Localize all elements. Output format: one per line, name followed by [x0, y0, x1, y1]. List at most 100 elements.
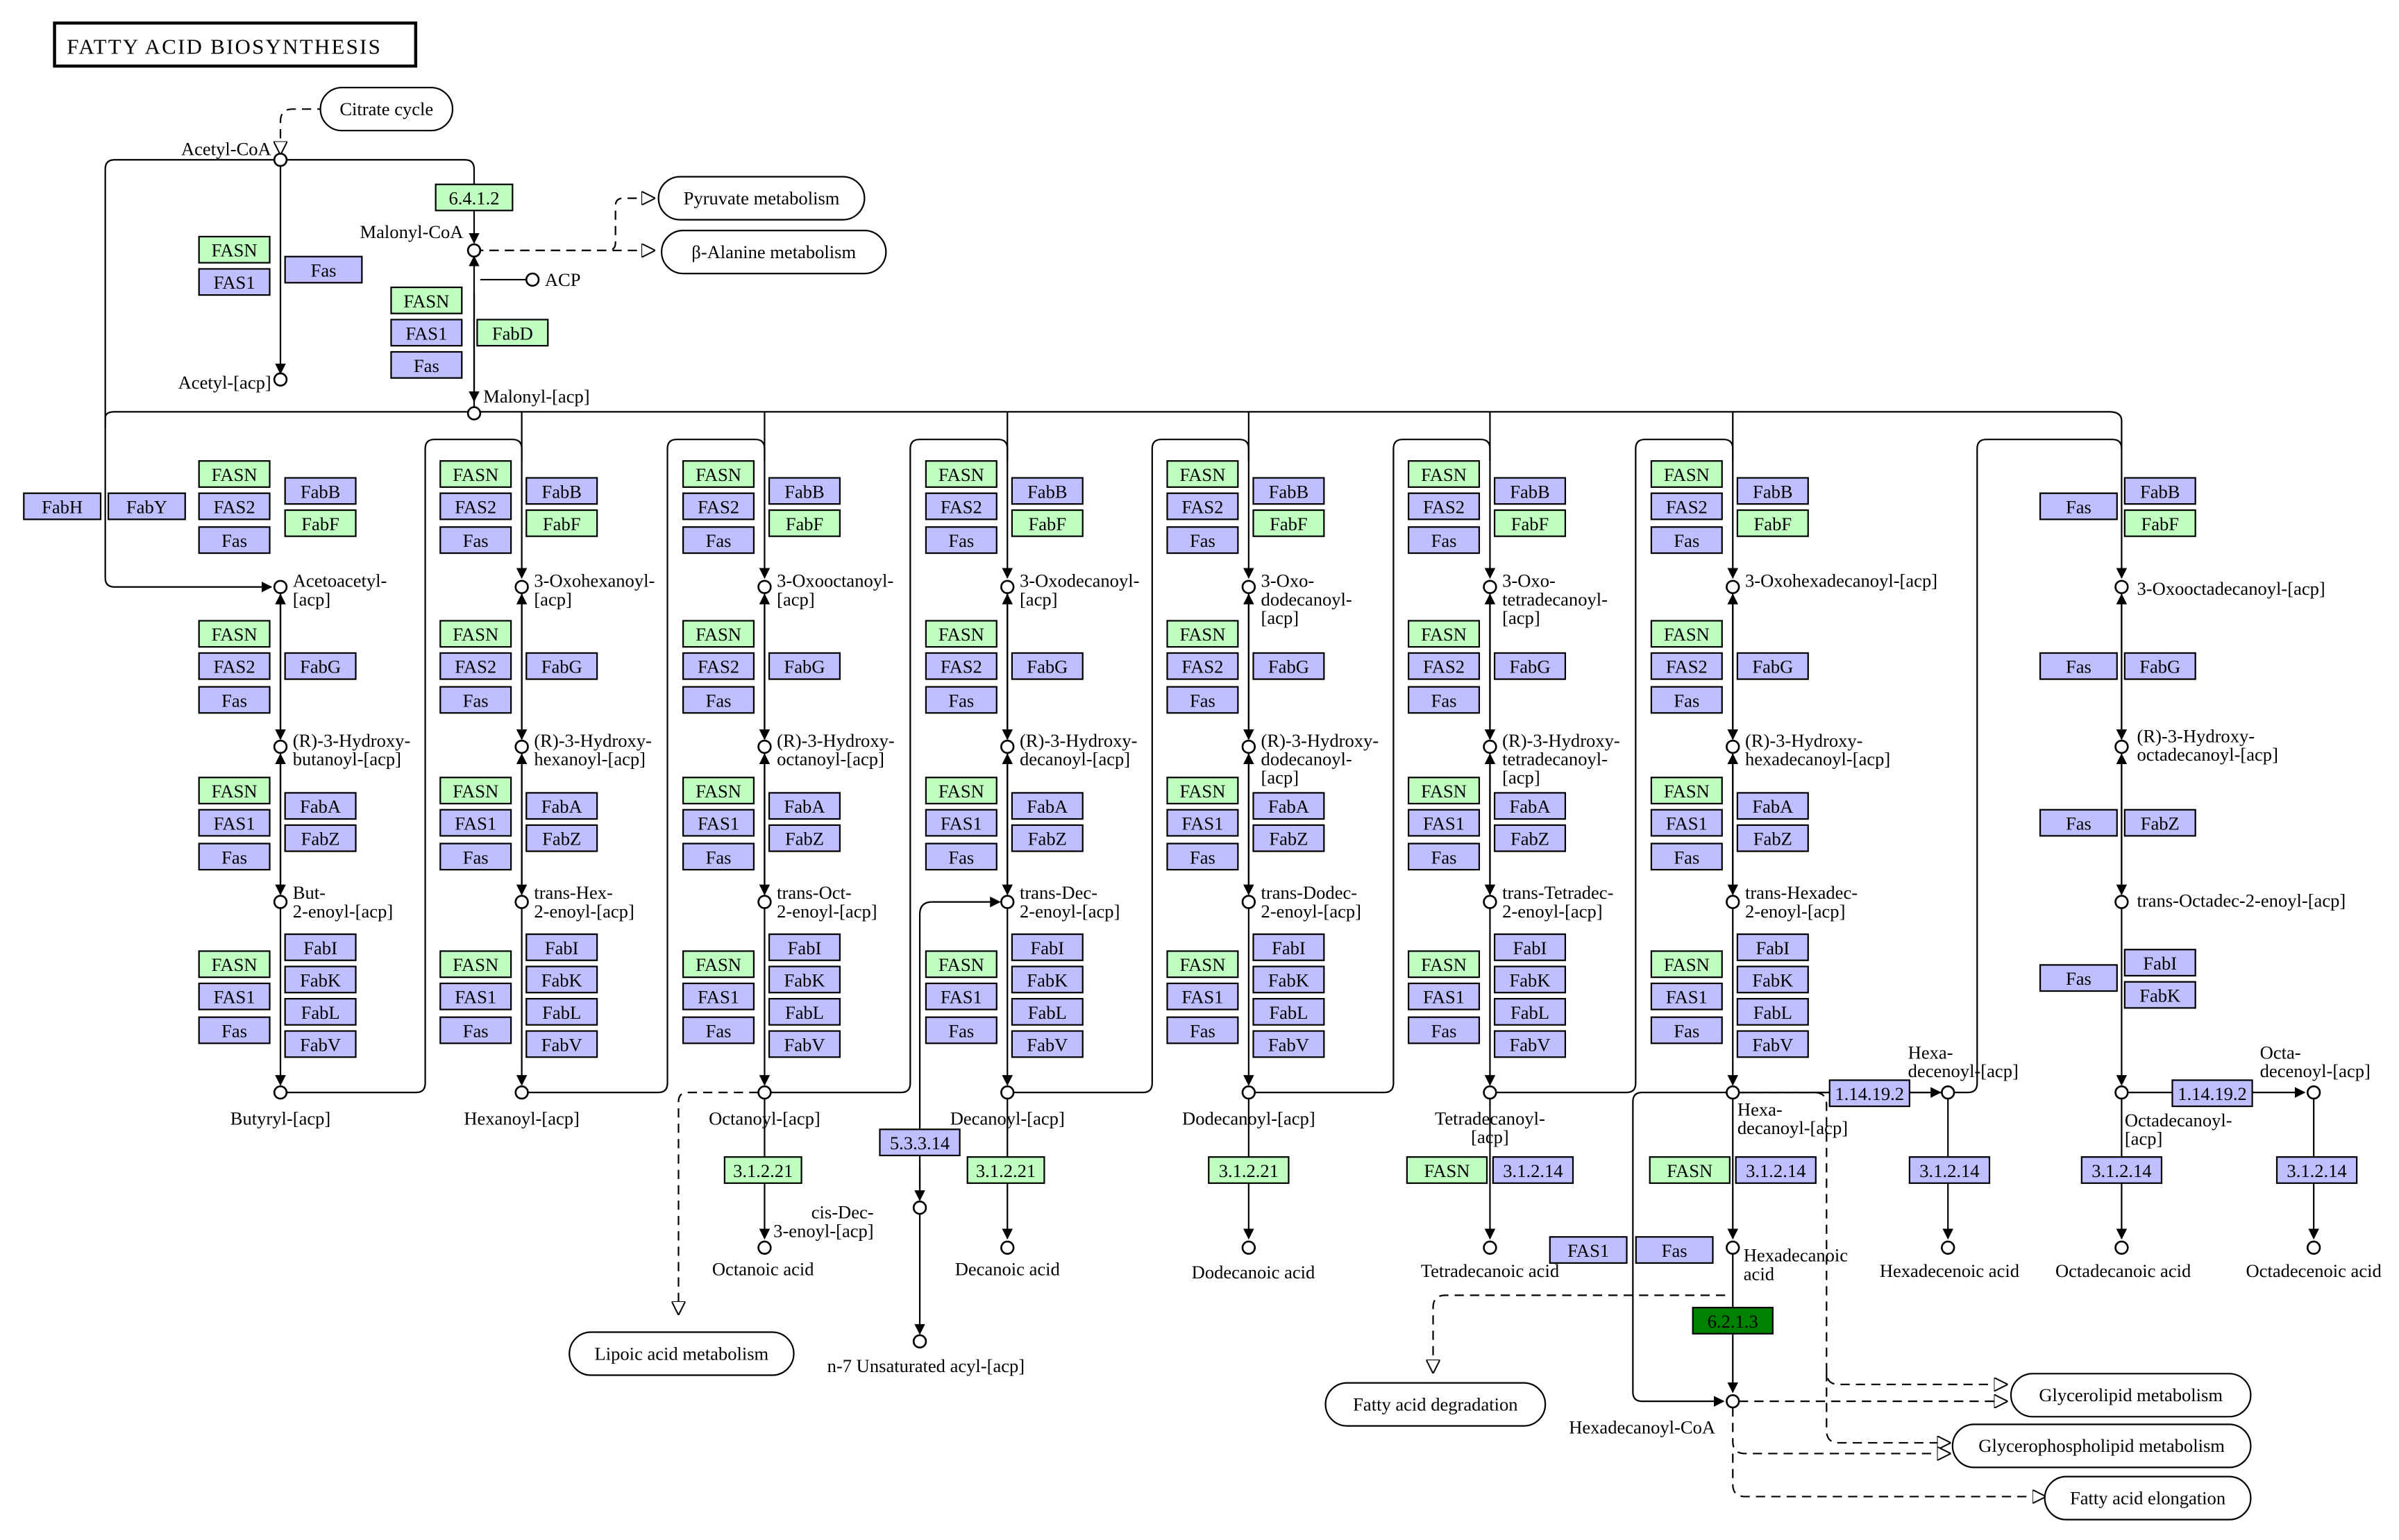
enzyme-fas[interactable]: Fas: [198, 843, 271, 871]
map-degradation[interactable]: Fatty acid degradation: [1324, 1382, 1547, 1427]
enzyme-fas[interactable]: Fas: [1166, 526, 1239, 555]
compound-node[interactable]: [514, 579, 529, 594]
enzyme-fas[interactable]: Fas: [1166, 1016, 1239, 1044]
enzyme-faba[interactable]: FabA: [1736, 792, 1809, 820]
enzyme-fas[interactable]: Fas: [682, 686, 755, 714]
enzyme-fasn[interactable]: FASN: [1407, 777, 1481, 805]
compound-node[interactable]: [1941, 1085, 1955, 1100]
enzyme-1-14-19-2[interactable]: 1.14.19.2: [1828, 1079, 1910, 1108]
enzyme-fas2[interactable]: FAS2: [198, 492, 271, 521]
enzyme-fasn[interactable]: FASN: [682, 620, 755, 648]
compound-node[interactable]: [1483, 895, 1497, 909]
compound-node[interactable]: [514, 1085, 529, 1100]
compound-node[interactable]: [1726, 579, 1740, 594]
enzyme-fabf[interactable]: FabF: [1011, 509, 1084, 537]
enzyme-fabl[interactable]: FabL: [1011, 997, 1084, 1026]
enzyme-fasn[interactable]: FASN: [682, 777, 755, 805]
enzyme-fabv[interactable]: FabV: [768, 1030, 841, 1058]
compound-node[interactable]: [1000, 1240, 1015, 1255]
enzyme-fabg[interactable]: FabG: [1493, 652, 1567, 680]
enzyme-fabb[interactable]: FabB: [1011, 477, 1084, 505]
enzyme-fabb[interactable]: FabB: [525, 477, 598, 505]
enzyme-fabi[interactable]: FabI: [1252, 933, 1325, 961]
enzyme-fas[interactable]: Fas: [1650, 686, 1723, 714]
enzyme-faba[interactable]: FabA: [1252, 792, 1325, 820]
enzyme-fas1[interactable]: FAS1: [1650, 982, 1723, 1010]
compound-node[interactable]: [2306, 1240, 2321, 1255]
enzyme-6-2-1-3[interactable]: 6.2.1.3: [1692, 1307, 1774, 1335]
enzyme-fas[interactable]: Fas: [390, 350, 463, 379]
compound-node[interactable]: [1000, 739, 1015, 754]
enzyme-fas[interactable]: Fas: [1407, 1016, 1481, 1044]
enzyme-3-1-2-14[interactable]: 3.1.2.14: [2080, 1156, 2163, 1184]
enzyme-fasn[interactable]: FASN: [1166, 777, 1239, 805]
enzyme-fabl[interactable]: FabL: [284, 997, 357, 1026]
enzyme-fabk[interactable]: FabK: [284, 965, 357, 994]
compound-node[interactable]: [273, 372, 288, 387]
enzyme-fas2[interactable]: FAS2: [1407, 492, 1481, 521]
enzyme-fas1[interactable]: FAS1: [439, 809, 512, 837]
enzyme-fas[interactable]: Fas: [284, 255, 363, 284]
enzyme-fas[interactable]: Fas: [682, 526, 755, 555]
enzyme-fasn[interactable]: FASN: [439, 777, 512, 805]
enzyme-fasn[interactable]: FASN: [1649, 1156, 1731, 1184]
map-alanine[interactable]: β-Alanine metabolism: [660, 229, 887, 275]
enzyme-fabz[interactable]: FabZ: [2123, 809, 2196, 837]
compound-node[interactable]: [273, 153, 288, 167]
enzyme-fas[interactable]: Fas: [1650, 843, 1723, 871]
compound-node[interactable]: [1941, 1240, 1955, 1255]
compound-node[interactable]: [273, 579, 288, 594]
compound-node[interactable]: [514, 895, 529, 909]
enzyme-fas[interactable]: Fas: [198, 686, 271, 714]
enzyme-fasn[interactable]: FASN: [1166, 620, 1239, 648]
enzyme-fabg[interactable]: FabG: [1252, 652, 1325, 680]
compound-node[interactable]: [912, 1334, 927, 1349]
enzyme-fabg[interactable]: FabG: [1736, 652, 1809, 680]
enzyme-fas[interactable]: Fas: [682, 843, 755, 871]
compound-node[interactable]: [1000, 579, 1015, 594]
map-pyruvate[interactable]: Pyruvate metabolism: [657, 176, 866, 221]
enzyme-fas[interactable]: Fas: [1650, 526, 1723, 555]
compound-node[interactable]: [1726, 1240, 1740, 1255]
enzyme-3-1-2-14[interactable]: 3.1.2.14: [1735, 1156, 1817, 1184]
enzyme-fabd[interactable]: FabD: [476, 319, 549, 347]
enzyme-fabz[interactable]: FabZ: [1011, 824, 1084, 852]
enzyme-fabf[interactable]: FabF: [768, 509, 841, 537]
compound-node[interactable]: [1241, 1240, 1256, 1255]
enzyme-fas2[interactable]: FAS2: [1407, 652, 1481, 680]
enzyme-fas1[interactable]: FAS1: [1407, 982, 1481, 1010]
enzyme-fas[interactable]: Fas: [2039, 809, 2118, 837]
enzyme-fas[interactable]: Fas: [925, 526, 998, 555]
compound-node[interactable]: [1000, 895, 1015, 909]
enzyme-fasn[interactable]: FASN: [390, 286, 463, 314]
compound-node[interactable]: [1726, 1085, 1740, 1100]
compound-node[interactable]: [1000, 1085, 1015, 1100]
enzyme-fabb[interactable]: FabB: [768, 477, 841, 505]
enzyme-fas1[interactable]: FAS1: [1166, 982, 1239, 1010]
enzyme-1-14-19-2[interactable]: 1.14.19.2: [2171, 1079, 2253, 1108]
enzyme-fas[interactable]: Fas: [1166, 686, 1239, 714]
compound-node[interactable]: [1483, 739, 1497, 754]
enzyme-fasn[interactable]: FASN: [1407, 950, 1481, 979]
enzyme-fabv[interactable]: FabV: [1252, 1030, 1325, 1058]
enzyme-fabb[interactable]: FabB: [1736, 477, 1809, 505]
enzyme-fas[interactable]: Fas: [439, 686, 512, 714]
map-citrate[interactable]: Citrate cycle: [319, 87, 454, 132]
enzyme-fas2[interactable]: FAS2: [439, 652, 512, 680]
enzyme-fasn[interactable]: FASN: [439, 950, 512, 979]
enzyme-fas1[interactable]: FAS1: [439, 982, 512, 1010]
enzyme-fabl[interactable]: FabL: [525, 997, 598, 1026]
enzyme-fas[interactable]: Fas: [1407, 526, 1481, 555]
enzyme-fabz[interactable]: FabZ: [768, 824, 841, 852]
enzyme-fabf[interactable]: FabF: [1736, 509, 1809, 537]
enzyme-fas[interactable]: Fas: [439, 843, 512, 871]
enzyme-fas2[interactable]: FAS2: [1650, 652, 1723, 680]
enzyme-fas[interactable]: Fas: [198, 526, 271, 555]
enzyme-fabz[interactable]: FabZ: [1493, 824, 1567, 852]
compound-node[interactable]: [273, 895, 288, 909]
enzyme-fasn[interactable]: FASN: [1650, 777, 1723, 805]
enzyme-fabf[interactable]: FabF: [1252, 509, 1325, 537]
enzyme-fabi[interactable]: FabI: [1736, 933, 1809, 961]
map-lipoic[interactable]: Lipoic acid metabolism: [569, 1331, 795, 1376]
enzyme-fas2[interactable]: FAS2: [1650, 492, 1723, 521]
